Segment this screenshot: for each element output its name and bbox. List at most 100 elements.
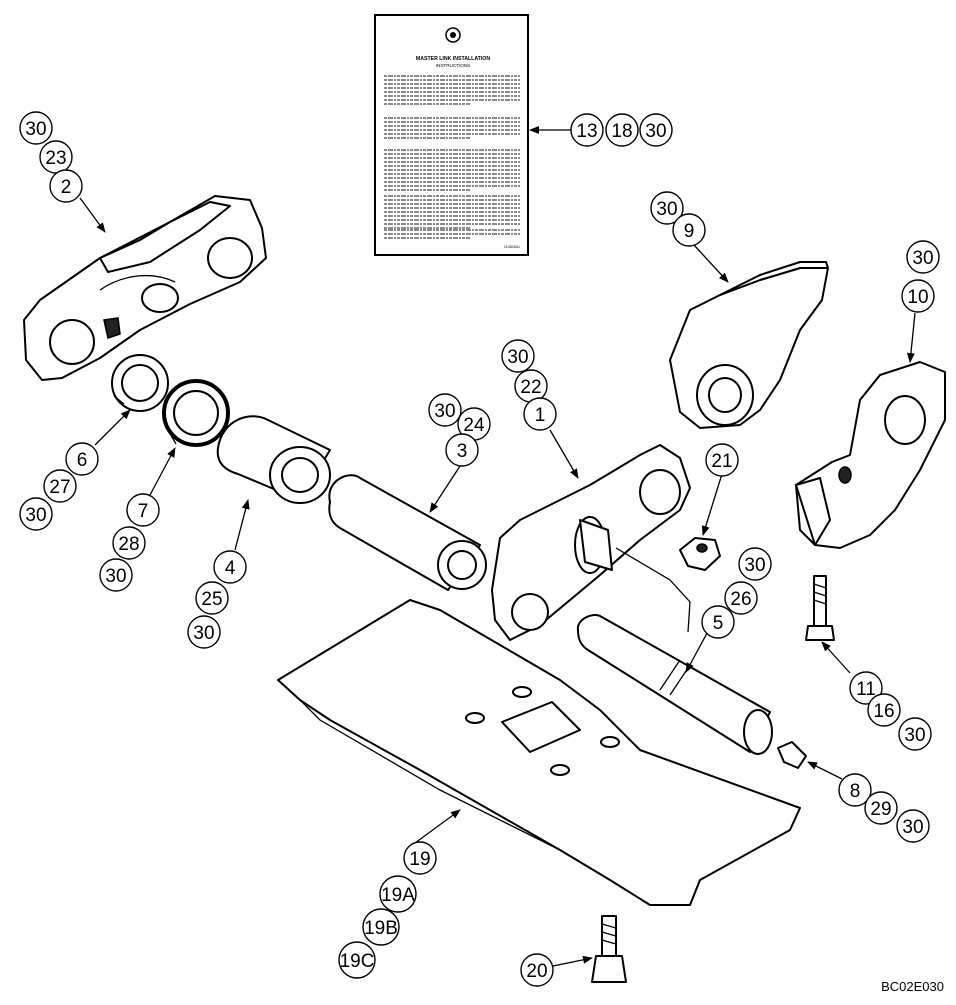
callout-label: 30	[434, 401, 455, 422]
callout-30: 30	[99, 558, 133, 592]
callout-label: 8	[850, 781, 861, 802]
callout-label: 30	[904, 725, 925, 746]
callout-label: 9	[684, 221, 695, 242]
callout-28: 28	[112, 526, 146, 560]
callout-label: 30	[105, 566, 126, 587]
callout-label: 2	[61, 177, 72, 198]
callout-label: 6	[77, 450, 88, 471]
callout-8: 8	[838, 773, 872, 807]
track-shoe	[277, 599, 801, 906]
callout-label: 19C	[340, 951, 375, 972]
bolt-large	[591, 915, 627, 983]
callout-label: 30	[193, 623, 214, 644]
track-link-left	[23, 195, 267, 381]
card-title: MASTER LINK INSTALLATION	[416, 56, 490, 62]
callout-19C: 19C	[338, 941, 376, 979]
callout-label: 5	[713, 613, 724, 634]
callout-30: 30	[501, 339, 535, 373]
callout-6: 6	[65, 442, 99, 476]
callout-label: 26	[730, 589, 751, 610]
callout-19B: 19B	[362, 908, 400, 946]
callout-label: 4	[225, 558, 236, 579]
callout-22: 22	[514, 369, 548, 403]
callout-label: 30	[744, 555, 765, 576]
callout-21: 21	[705, 443, 739, 477]
callout-27: 27	[43, 469, 77, 503]
bushing	[216, 415, 331, 504]
callout-label: 28	[118, 534, 139, 555]
callout-label: 19B	[364, 918, 398, 939]
callout-18: 18	[605, 113, 639, 147]
callout-30: 30	[19, 111, 53, 145]
callout-label: 30	[902, 817, 923, 838]
callout-1: 1	[523, 397, 557, 431]
card-body-text	[384, 75, 520, 239]
bolt-small	[805, 575, 835, 641]
master-link-upper	[669, 261, 829, 429]
callout-20: 20	[520, 953, 554, 987]
callout-16: 16	[867, 693, 901, 727]
callout-25: 25	[195, 581, 229, 615]
callout-7: 7	[126, 493, 160, 527]
callout-label: 22	[520, 377, 541, 398]
seal-ring	[111, 354, 169, 412]
callout-label: 11	[856, 679, 876, 700]
card-code: 110826A1	[504, 245, 520, 249]
callout-label: 21	[711, 451, 732, 472]
callout-19A: 19A	[379, 875, 417, 913]
callout-10: 10	[901, 279, 935, 313]
callout-label: 19A	[381, 885, 415, 906]
pin-sleeve	[328, 474, 487, 591]
callout-30: 30	[896, 809, 930, 843]
callout-label: 29	[870, 799, 891, 820]
callout-9: 9	[672, 213, 706, 247]
callout-label: 16	[873, 701, 894, 722]
callout-label: 30	[25, 505, 46, 526]
callout-label: 19	[409, 849, 430, 870]
callout-30: 30	[898, 717, 932, 751]
plug	[777, 741, 807, 769]
callout-label: 7	[138, 501, 149, 522]
callout-label: 30	[645, 121, 666, 142]
seal	[162, 379, 230, 447]
callout-30: 30	[906, 240, 940, 274]
callout-30: 30	[187, 615, 221, 649]
card-subtitle: INSTRUCTIONS	[436, 63, 470, 68]
callout-label: 23	[45, 148, 66, 169]
callout-5: 5	[701, 605, 735, 639]
callout-label: 24	[463, 415, 485, 436]
drawing-reference-code: BC02E030	[881, 979, 944, 994]
hex-nut	[679, 537, 721, 571]
callout-2: 2	[49, 169, 83, 203]
callout-23: 23	[39, 140, 73, 174]
callout-label: 10	[907, 287, 928, 308]
callout-30: 30	[738, 547, 772, 581]
track-link-center	[491, 444, 691, 641]
callout-label: 1	[535, 405, 546, 426]
callout-29: 29	[864, 791, 898, 825]
callout-24: 24	[457, 407, 491, 441]
callout-3: 3	[445, 433, 479, 467]
callout-30: 30	[650, 191, 684, 225]
callout-30: 30	[19, 497, 53, 531]
callout-label: 13	[576, 121, 597, 142]
callout-30: 30	[428, 393, 462, 427]
callout-4: 4	[213, 550, 247, 584]
callout-13: 13	[570, 113, 604, 147]
instruction-card: MASTER LINK INSTALLATION INSTRUCTIONS 11…	[374, 14, 529, 256]
callout-11: 11	[849, 671, 883, 705]
master-link-lower	[795, 361, 946, 549]
callout-label: 3	[457, 441, 468, 462]
callout-label: 27	[49, 477, 70, 498]
callout-label: 25	[201, 589, 222, 610]
callout-30: 30	[639, 113, 673, 147]
callout-26: 26	[724, 581, 758, 615]
pin	[576, 614, 773, 755]
callout-label: 30	[656, 199, 677, 220]
callout-label: 30	[507, 347, 528, 368]
callout-label: 20	[526, 961, 547, 982]
callout-label: 30	[25, 119, 46, 140]
callout-label: 30	[912, 248, 933, 269]
